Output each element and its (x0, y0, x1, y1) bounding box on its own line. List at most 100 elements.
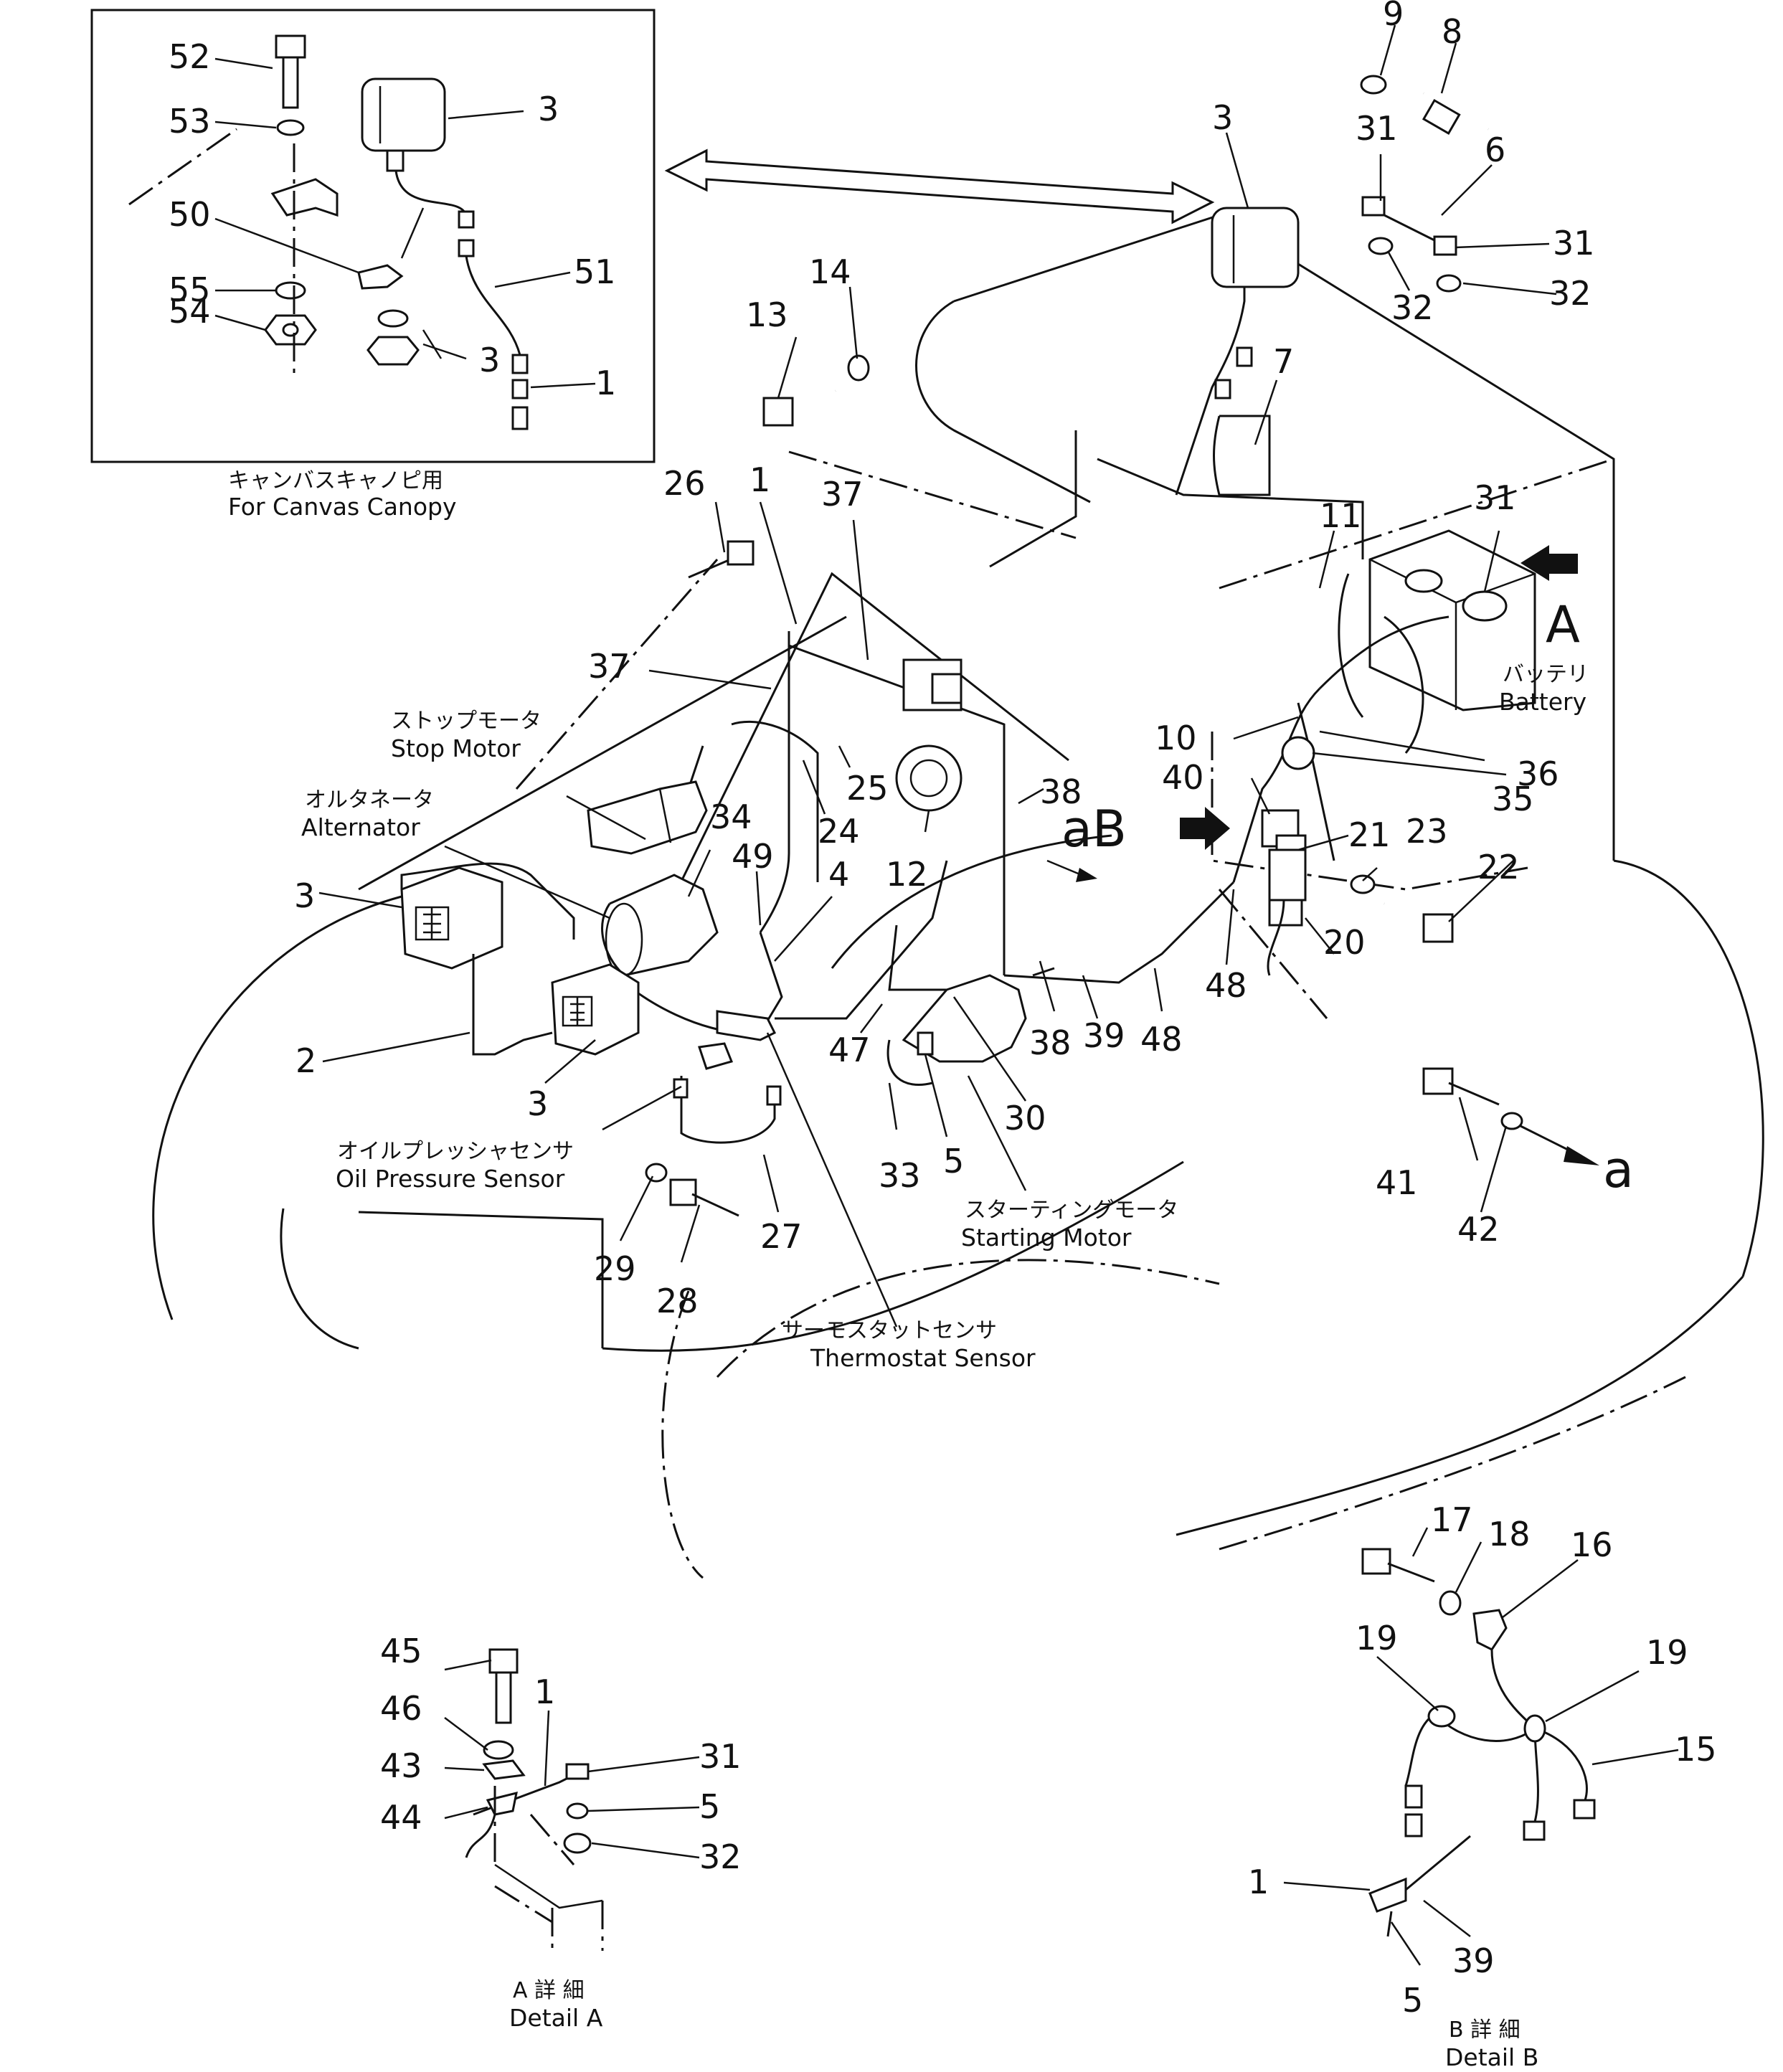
inset-caption-en: For Canvas Canopy (228, 493, 457, 521)
front-lamp-right-icon (551, 963, 640, 1056)
engine-outline-left (152, 895, 402, 1320)
part-no-23: 23 (1406, 812, 1448, 851)
view-letter-b: aB (1061, 800, 1127, 858)
main-assembly: 9 8 3 31 6 31 32 32 13 14 7 26 1 37 31 1… (152, 0, 1764, 1579)
part-no-32: 32 (1391, 288, 1434, 327)
bolt-45-icon (488, 1648, 519, 1724)
battery-label-en: Battery (1499, 688, 1586, 716)
harness-1-icon (473, 1770, 582, 1816)
part-no-29: 29 (594, 1249, 636, 1288)
part-no-43: 43 (380, 1746, 422, 1785)
part-no-21: 21 (1348, 815, 1391, 854)
detail-b: 17 18 16 19 19 15 1 5 39 B 詳 細 Detail B (1248, 1500, 1717, 2071)
bolt-26-icon (688, 540, 755, 579)
starting-motor-label-jp: スターティングモータ (965, 1198, 1178, 1223)
alternator-label-jp: オルタネータ (305, 787, 434, 813)
part-no-11: 11 (1320, 496, 1362, 535)
view-arrow-b-icon (1180, 807, 1230, 850)
connector-36-icon (1281, 736, 1315, 770)
front-lamp-left-icon (400, 866, 503, 970)
washer-icon (377, 309, 409, 328)
part-no-48b: 48 (1140, 1020, 1183, 1059)
part-no-42: 42 (1457, 1210, 1500, 1249)
part-no-18: 18 (1488, 1515, 1531, 1553)
part-no-5-a: 5 (699, 1787, 720, 1826)
part-no-28: 28 (656, 1282, 699, 1320)
part-no-30: 30 (1004, 1099, 1046, 1137)
part-no-2: 2 (295, 1041, 316, 1080)
part-no-3: 3 (538, 90, 559, 128)
bolt-41-icon (1422, 1067, 1500, 1106)
bolt-52-icon (275, 34, 306, 109)
sensor-16-icon (1472, 1609, 1508, 1651)
wiring-harness (615, 573, 1449, 1034)
part-no-31: 31 (1356, 109, 1398, 148)
part-no-1: 1 (595, 364, 616, 402)
alternator-icon (601, 874, 719, 977)
part-no-7: 7 (1273, 342, 1294, 381)
part-no-4: 4 (828, 855, 849, 894)
clip-19-icon (1427, 1705, 1456, 1728)
part-no-3b: 3 (479, 341, 500, 379)
part-no-40: 40 (1162, 758, 1204, 797)
part-no-32b: 32 (1549, 274, 1592, 313)
thermostat-label-jp: サーモスタットセンサ (782, 1318, 997, 1343)
washer-53-icon (276, 119, 305, 136)
bracket-7-icon (1213, 415, 1271, 496)
part-no-25: 25 (846, 769, 889, 808)
horn-12-icon (895, 744, 963, 812)
part-no-32-a: 32 (699, 1837, 742, 1876)
part-no-47: 47 (828, 1031, 871, 1069)
leader-lines (318, 24, 1557, 1328)
inset-caption-jp: キャンバスキャノピ用 (228, 468, 443, 493)
battery-icon (1368, 529, 1536, 711)
oil-sensor-label-jp: オイルプレッシャセンサ (337, 1139, 574, 1164)
plate-icon (357, 264, 404, 290)
part-no-37b: 37 (588, 647, 630, 686)
washer-29-icon (645, 1163, 668, 1183)
washer-42-icon (1500, 1112, 1523, 1130)
part-no-24: 24 (818, 812, 860, 851)
thermostat-label-en: Thermostat Sensor (810, 1344, 1036, 1372)
part-no-31b: 31 (1553, 224, 1595, 262)
detail-a-caption-jp: A 詳 細 (513, 1978, 585, 2003)
bolt-13-icon (762, 382, 838, 427)
arrow-a-icon (1564, 1146, 1599, 1165)
stop-motor-label-jp: ストップモータ (391, 709, 541, 734)
part-no-45: 45 (380, 1632, 422, 1670)
detail-a-caption-en: Detail A (509, 2004, 603, 2032)
part-no-37: 37 (821, 475, 864, 514)
bolt-28-icon (669, 1178, 739, 1217)
part-no-3-main: 3 (1212, 98, 1233, 137)
part-no-5-main: 5 (943, 1142, 964, 1181)
part-no-22: 22 (1477, 848, 1520, 886)
washer-5-icon (566, 1802, 589, 1820)
battery-label-jp: バッテリ (1503, 662, 1589, 687)
part-no-1-main: 1 (749, 460, 770, 499)
thermostat-sensor-icon (716, 1010, 777, 1041)
nut-54-icon (264, 314, 317, 346)
part-no-5-b: 5 (1402, 1981, 1423, 2020)
part-no-50: 50 (169, 195, 211, 234)
part-no-54: 54 (169, 292, 211, 331)
bolt-17-icon (1361, 1548, 1435, 1583)
harness-15-icon (1404, 1649, 1596, 1841)
part-no-36: 36 (1517, 754, 1559, 793)
washer-23-icon (1350, 874, 1376, 894)
part-no-33: 33 (879, 1156, 921, 1195)
part-no-51: 51 (574, 252, 616, 291)
double-arrow-icon (664, 148, 1215, 224)
oil-pressure-sensor-icon (673, 1042, 782, 1144)
oil-sensor-label-en: Oil Pressure Sensor (336, 1165, 565, 1193)
part-no-12: 12 (886, 855, 928, 894)
part-no-15: 15 (1675, 1730, 1717, 1769)
part-no-19: 19 (1356, 1619, 1398, 1657)
washer-32-detail-icon (563, 1832, 592, 1854)
engine-outline-bottom (602, 1160, 1184, 1352)
view-letter-a: A (1546, 595, 1580, 654)
part-no-20: 20 (1323, 923, 1366, 962)
detail-a: 45 1 46 31 43 5 44 32 A 詳 細 Detail A (380, 1632, 742, 2032)
view-arrow-a-icon (1520, 545, 1578, 581)
part-no-46: 46 (380, 1689, 422, 1728)
